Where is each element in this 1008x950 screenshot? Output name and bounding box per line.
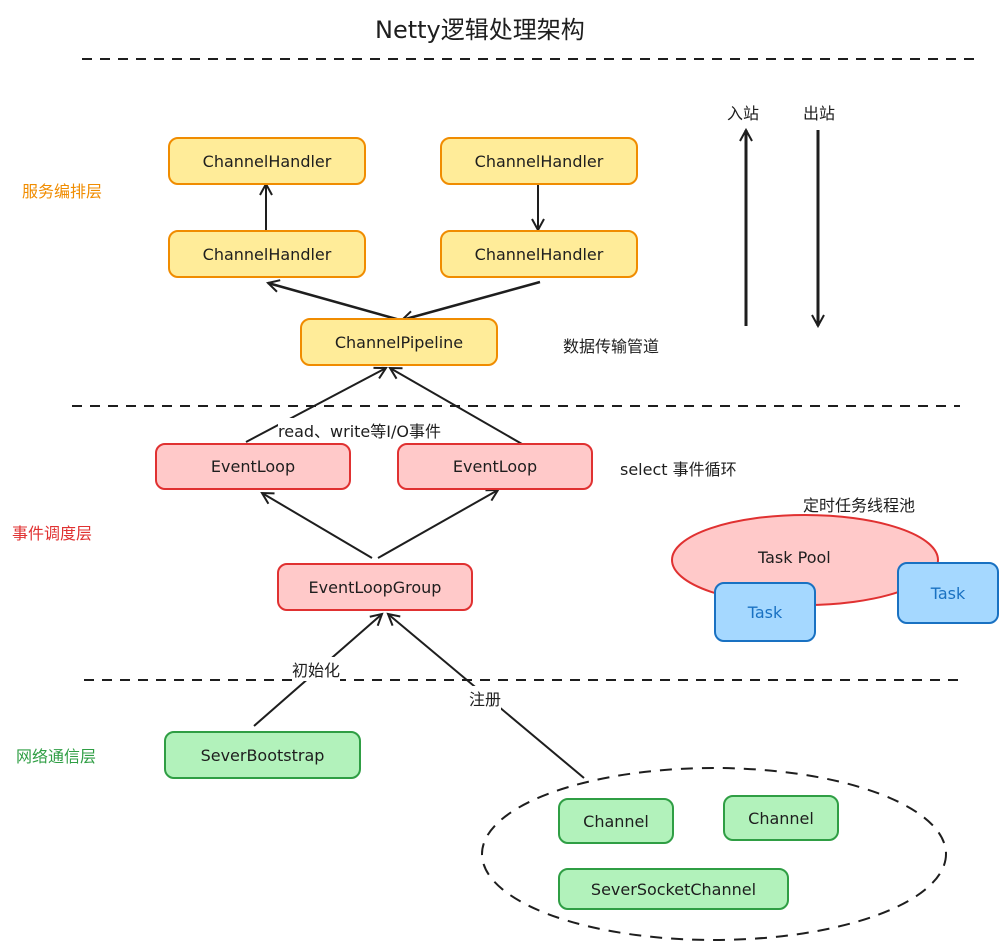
task-node[interactable]: Task	[897, 562, 999, 624]
server-socket-channel-node[interactable]: SeverSocketChannel	[558, 868, 789, 910]
register-note: 注册	[469, 686, 502, 710]
select-loop-note: select 事件循环	[620, 460, 737, 479]
page-title: Netty逻辑处理架构	[375, 16, 585, 44]
arrow-group-to-eventloop-right	[377, 490, 498, 559]
arrow-pipeline-to-right-handler	[402, 280, 541, 320]
channel-handler-node[interactable]: ChannelHandler	[440, 137, 638, 185]
layer-label-event: 事件调度层	[12, 524, 93, 543]
arrow-group-to-eventloop-left	[262, 493, 373, 559]
eventloop-node[interactable]: EventLoop	[155, 443, 351, 490]
channel-group-ellipse	[481, 767, 947, 941]
arrow-pipeline-to-left-handler	[268, 283, 401, 322]
inbound-label: 入站	[727, 104, 760, 123]
init-note: 初始化	[292, 657, 341, 681]
eventloop-node[interactable]: EventLoop	[397, 443, 593, 490]
arrow-eventloop-right-to-pipeline	[390, 368, 523, 445]
io-event-note: read、write等I/O事件	[278, 418, 441, 442]
channel-handler-node[interactable]: ChannelHandler	[168, 137, 366, 185]
channel-node[interactable]: Channel	[558, 798, 674, 844]
eventloop-group-node[interactable]: EventLoopGroup	[277, 563, 473, 611]
channel-handler-node[interactable]: ChannelHandler	[440, 230, 638, 278]
pipeline-note: 数据传输管道	[563, 337, 660, 356]
channel-handler-node[interactable]: ChannelHandler	[168, 230, 366, 278]
server-bootstrap-node[interactable]: SeverBootstrap	[164, 731, 361, 779]
task-node[interactable]: Task	[714, 582, 816, 642]
task-pool-label: Task Pool	[758, 548, 831, 567]
layer-label-service: 服务编排层	[22, 182, 103, 201]
outbound-label: 出站	[803, 104, 836, 123]
arrow-eventloop-left-to-pipeline	[245, 368, 386, 443]
task-pool-title: 定时任务线程池	[803, 496, 916, 515]
channel-pipeline-node[interactable]: ChannelPipeline	[300, 318, 498, 366]
layer-label-network: 网络通信层	[16, 747, 97, 766]
channel-node[interactable]: Channel	[723, 795, 839, 841]
